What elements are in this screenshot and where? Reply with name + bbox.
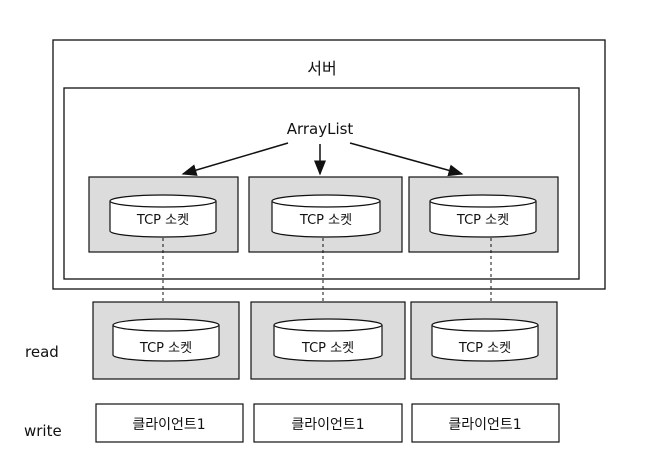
client-socket-label-2: TCP 소켓: [301, 341, 354, 356]
arrow-to-socket-1: [181, 142, 289, 176]
client-socket-cylinder-3: TCP 소켓: [431, 318, 539, 362]
client-socket-cylinder-2: TCP 소켓: [273, 318, 383, 362]
server-socket-label-2: TCP 소켓: [299, 213, 352, 228]
client-socket-cylinder-1: TCP 소켓: [112, 318, 220, 362]
arrow-to-socket-3: [349, 142, 464, 177]
client-box-1: 클라이언트1: [95, 403, 244, 443]
client-label-3: 클라이언트1: [448, 417, 521, 433]
client-label-2: 클라이언트1: [291, 417, 364, 433]
client-box-3: 클라이언트1: [411, 403, 560, 443]
arraylist-label: ArrayList: [287, 120, 354, 138]
server-socket-cylinder-2: TCP 소켓: [271, 194, 381, 238]
read-label: read: [25, 343, 59, 361]
server-socket-cylinder-1: TCP 소켓: [109, 194, 217, 238]
write-label: write: [24, 422, 62, 440]
server-socket-label-1: TCP 소켓: [136, 213, 189, 228]
server-socket-cylinder-3: TCP 소켓: [429, 194, 537, 238]
server-socket-label-3: TCP 소켓: [456, 213, 509, 228]
client-label-1: 클라이언트1: [132, 417, 205, 433]
client-socket-label-1: TCP 소켓: [139, 341, 192, 356]
server-title: 서버: [307, 59, 336, 78]
client-box-2: 클라이언트1: [253, 403, 403, 443]
client-socket-label-3: TCP 소켓: [458, 341, 511, 356]
